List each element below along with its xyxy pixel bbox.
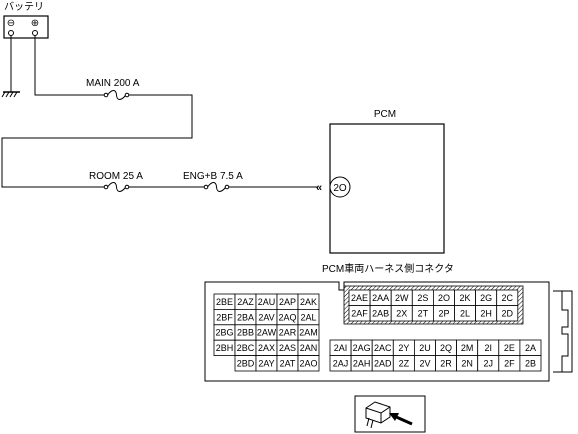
terminal-label: 2H — [480, 308, 492, 318]
terminal-label: 2M — [461, 343, 474, 353]
terminal-label: 2AP — [279, 297, 296, 307]
terminal-label: 2AN — [300, 343, 318, 353]
terminal-label: 2AX — [258, 343, 275, 353]
terminal-label: 2T — [418, 308, 429, 318]
terminal-label: 2AE — [351, 293, 368, 303]
pcm-label: PCM — [374, 109, 396, 120]
battery-negative-terminal: ⊖ — [7, 18, 15, 29]
terminal-label: 2W — [395, 293, 409, 303]
terminal-label: 2AQ — [278, 312, 296, 322]
terminal-label: 2AH — [353, 358, 371, 368]
ground-icon — [1, 36, 20, 98]
fuse-eng-b-label: ENG+B 7.5 A — [183, 171, 243, 182]
terminal-label: 2Z — [399, 358, 410, 368]
terminal-label: 2BD — [237, 359, 255, 369]
terminal-label: 2S — [417, 293, 428, 303]
terminal-label: 2BE — [216, 297, 233, 307]
terminal-label: 2AD — [374, 358, 392, 368]
terminal-label: 2BC — [237, 343, 255, 353]
terminal-label: 2G — [480, 293, 492, 303]
pcm-terminal: 2O — [333, 183, 347, 194]
terminal-label: 2I — [484, 343, 492, 353]
terminal-label: 2L — [460, 308, 470, 318]
terminal-label: 2Y — [398, 343, 409, 353]
terminal-label: 2AM — [299, 328, 318, 338]
fuse-eng-b: ENG+B 7.5 A — [183, 171, 243, 192]
fuse-main-label: MAIN 200 A — [86, 78, 140, 89]
terminal-label: 2R — [440, 358, 452, 368]
terminal-label: 2AC — [374, 343, 392, 353]
terminal-label: 2V — [419, 358, 430, 368]
terminal-label: 2AA — [372, 293, 389, 303]
terminal-label: 2AI — [334, 343, 348, 353]
terminal-label: 2P — [438, 308, 449, 318]
terminal-label: 2AT — [280, 359, 296, 369]
terminal-label: 2AB — [372, 308, 389, 318]
terminal-label: 2BG — [215, 328, 233, 338]
terminal-label: 2BF — [216, 312, 233, 322]
battery-positive-terminal: ⊕ — [31, 18, 39, 29]
terminal-cell — [297, 355, 320, 372]
connector-title: PCM車両ハーネス側コネクタ — [322, 262, 454, 275]
terminal-label: 2O — [438, 293, 450, 303]
terminal-label: 2J — [483, 358, 493, 368]
terminal-label: 2AG — [353, 343, 371, 353]
terminal-label: 2BB — [237, 328, 254, 338]
terminal-label: 2D — [501, 308, 513, 318]
terminal-label: 2F — [504, 358, 515, 368]
terminal-label: 2AJ — [333, 358, 349, 368]
terminal-label: 2AY — [258, 359, 274, 369]
fuse-main: MAIN 200 A — [86, 78, 140, 100]
terminal-label: 2E — [504, 343, 515, 353]
terminal-label: 2BA — [237, 312, 254, 322]
terminal-label: 2AF — [351, 308, 368, 318]
terminal-label: 2K — [460, 293, 471, 303]
terminal-label: 2B — [525, 358, 536, 368]
terminal-label: 2A — [525, 343, 536, 353]
terminal-label: 2N — [461, 358, 473, 368]
fuse-room-label: ROOM 25 A — [89, 171, 143, 182]
terminal-label: 2AW — [257, 328, 277, 338]
terminal-label: 2C — [501, 293, 513, 303]
battery: バッテリ ⊖ ⊕ — [3, 1, 49, 39]
terminal-label: 2AK — [300, 297, 317, 307]
terminal-label: 2AO — [299, 359, 317, 369]
terminal-cell — [519, 355, 542, 372]
terminal-label: 2AS — [279, 343, 296, 353]
terminal-label: 2AZ — [237, 297, 254, 307]
terminal-label: 2BH — [216, 343, 234, 353]
fuse-room: ROOM 25 A — [89, 171, 143, 192]
terminal-label: 2AR — [279, 328, 297, 338]
terminal-cell — [496, 305, 519, 322]
pcm-module: PCM « 2O — [316, 109, 445, 254]
terminal-label: 2U — [419, 343, 431, 353]
terminal-label: 2AU — [258, 297, 276, 307]
terminal-label: 2Q — [440, 343, 452, 353]
battery-label: バッテリ — [4, 1, 44, 13]
terminal-label: 2X — [396, 308, 407, 318]
terminal-label: 2AL — [300, 312, 316, 322]
connector-orientation-icon — [354, 395, 426, 433]
connector-arrow-icon: « — [316, 182, 322, 194]
wire-main — [1, 36, 318, 188]
terminal-label: 2AV — [258, 312, 274, 322]
